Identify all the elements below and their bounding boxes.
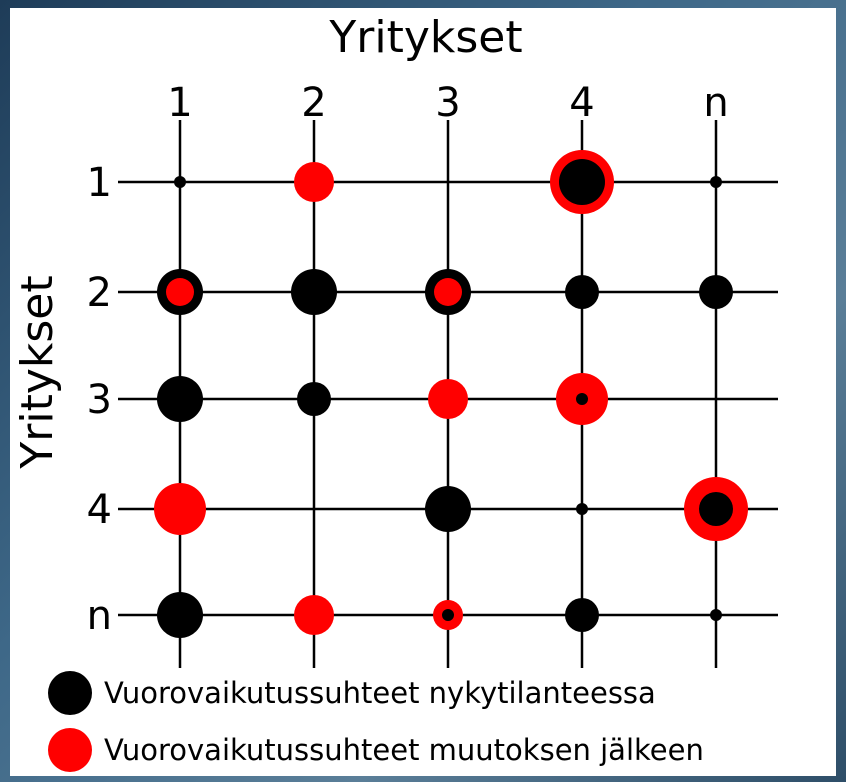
column-label: 3 xyxy=(435,80,460,126)
row-label: 1 xyxy=(87,160,112,206)
current-marker xyxy=(157,376,203,422)
diagram-panel xyxy=(10,8,836,776)
current-marker xyxy=(442,609,454,621)
current-marker xyxy=(565,275,599,309)
after-change-marker xyxy=(154,483,206,535)
column-label: 1 xyxy=(167,80,192,126)
legend-red-dot-icon xyxy=(48,728,92,772)
current-marker xyxy=(710,609,722,621)
current-marker xyxy=(710,176,722,188)
current-marker xyxy=(559,159,605,205)
current-marker xyxy=(291,269,337,315)
column-label: n xyxy=(703,80,728,126)
legend-current: Vuorovaikutussuhteet nykytilanteessa xyxy=(48,670,838,716)
current-marker xyxy=(699,275,733,309)
current-marker xyxy=(297,382,331,416)
after-change-marker xyxy=(294,162,334,202)
row-label: 4 xyxy=(87,487,112,533)
side-axis-label: Yritykset xyxy=(12,275,63,469)
current-marker xyxy=(425,486,471,532)
top-axis-label: Yritykset xyxy=(328,12,522,63)
current-marker xyxy=(174,176,186,188)
column-labels: 1 2 3 4 n xyxy=(167,80,728,126)
row-label: 2 xyxy=(87,270,112,316)
current-marker xyxy=(565,598,599,632)
legend-after-label: Vuorovaikutussuhteet muutoksen jälkeen xyxy=(104,733,704,767)
row-label: n xyxy=(87,593,112,639)
row-labels: 1 2 3 4 n xyxy=(87,160,112,639)
legend-black-dot-icon xyxy=(48,671,92,715)
current-marker xyxy=(157,592,203,638)
column-label: 4 xyxy=(569,80,594,126)
after-change-marker xyxy=(294,595,334,635)
after-change-marker xyxy=(434,278,462,306)
current-marker xyxy=(699,492,733,526)
legend-after: Vuorovaikutussuhteet muutoksen jälkeen xyxy=(48,727,838,773)
current-marker xyxy=(576,393,588,405)
row-label: 3 xyxy=(87,377,112,423)
after-change-marker xyxy=(428,379,468,419)
legend-current-label: Vuorovaikutussuhteet nykytilanteessa xyxy=(104,676,656,710)
after-change-marker xyxy=(166,278,194,306)
current-marker xyxy=(576,503,588,515)
interaction-markers xyxy=(154,150,748,638)
column-label: 2 xyxy=(301,80,326,126)
